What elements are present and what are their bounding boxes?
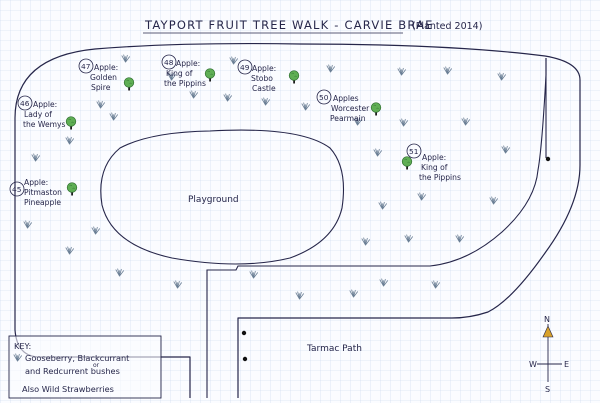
playground-label: Playground [188,195,239,205]
tarmac-path-label: Tarmac Path [306,344,362,354]
key-line-1-sub: or [93,362,100,369]
map-subtitle: (Planted 2014) [412,21,482,32]
compass-n: N [544,315,550,324]
key-line-1: Gooseberry, Blackcurrant [25,353,130,363]
svg-text:King of: King of [166,69,193,78]
svg-text:Castle: Castle [252,84,276,93]
svg-text:the Pippins: the Pippins [419,173,461,182]
svg-text:46: 46 [20,99,30,108]
svg-text:Pineapple: Pineapple [24,198,61,207]
svg-text:Pearmain: Pearmain [330,114,366,123]
svg-text:48: 48 [164,58,174,67]
key-heading: KEY: [14,341,31,351]
key-line-3: Also Wild Strawberries [22,384,114,394]
svg-text:Lady of: Lady of [24,110,52,119]
svg-text:the Pippins: the Pippins [164,79,206,88]
compass-w: W [529,360,537,369]
svg-text:51: 51 [409,147,419,156]
tree-50: 50 Apples Worcester Pearmain [316,89,382,123]
svg-text:49: 49 [240,63,250,72]
north-arrow-icon [542,325,554,338]
key-line-2: and Redcurrent bushes [25,366,120,376]
tree-45: 45 Apple: Pitmaston Pineapple [9,178,78,207]
map-title: TAYPORT FRUIT TREE WALK - CARVIE BRAE [144,18,434,32]
svg-text:Apple:: Apple: [252,64,276,73]
svg-text:47: 47 [81,62,91,71]
tree-46: 46 Apple: Lady of the Wemys [17,95,77,130]
svg-text:Apple:: Apple: [33,100,57,109]
path-post [241,330,247,336]
svg-text:Pitmaston: Pitmaston [24,188,62,197]
svg-text:Apple:: Apple: [24,178,48,187]
tree-49: 49 Apple: Stobo Castle [237,59,300,93]
inner-path-boundary [206,58,547,398]
tree-48: 48 Apple: King of the Pippins [161,54,216,88]
svg-text:Apple:: Apple: [422,153,446,162]
map-key: KEY: Gooseberry, Blackcurrant or and Red… [8,335,162,399]
tree-51: 51 Apple: King of the Pippins [401,143,461,182]
tree-47: 47 Apple: Golden Spire [78,58,135,92]
compass: N E S W [529,315,569,394]
svg-text:Apple:: Apple: [94,63,118,72]
svg-text:Stobo: Stobo [251,74,273,83]
playground-area [100,129,345,265]
svg-text:Golden: Golden [90,73,117,82]
svg-text:50: 50 [319,93,329,102]
compass-e: E [564,360,569,369]
svg-text:45: 45 [12,185,22,194]
svg-text:Spire: Spire [91,83,111,92]
svg-text:Worcester: Worcester [331,104,370,113]
park-boundary [14,42,581,398]
svg-text:King of: King of [421,163,448,172]
svg-text:Apple:: Apple: [176,59,200,68]
path-post [545,156,551,162]
svg-text:Apples: Apples [333,94,359,103]
compass-s: S [545,385,550,394]
path-post [242,356,248,362]
svg-text:the Wemys: the Wemys [23,120,66,129]
